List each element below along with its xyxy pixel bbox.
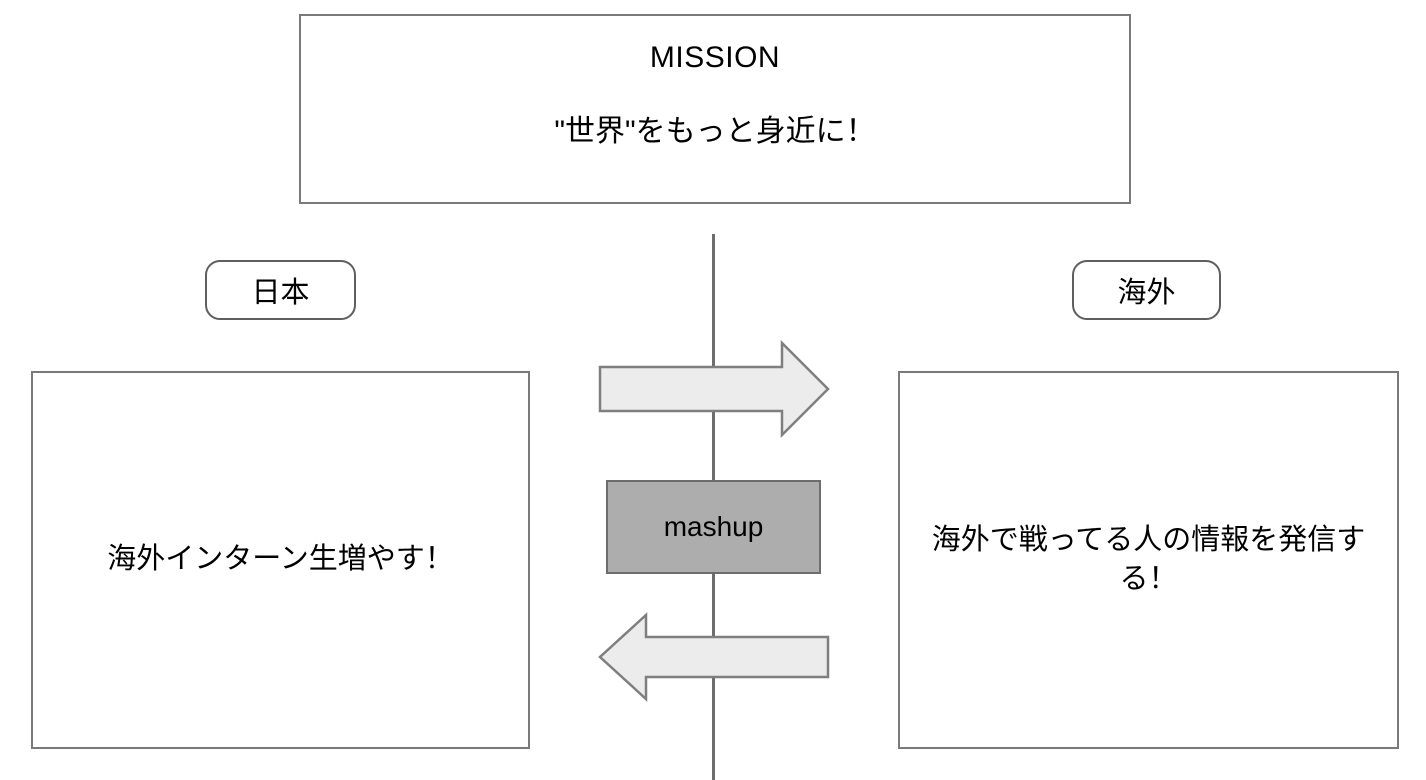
mission-box: MISSION "世界"をもっと身近に！ [299, 14, 1131, 204]
right-arrow-icon [598, 339, 830, 439]
mission-subtitle: "世界"をもっと身近に！ [554, 115, 876, 148]
region-label-japan-text: 日本 [251, 277, 310, 309]
region-label-overseas-text: 海外 [1117, 277, 1176, 309]
goal-text-overseas: 海外で戦ってる人の情報を発信する！ [931, 523, 1366, 595]
left-arrow-icon [598, 612, 830, 702]
goal-text-japan: 海外インターン生増やす！ [107, 543, 454, 576]
goal-box-overseas: 海外で戦ってる人の情報を発信する！ [898, 371, 1399, 749]
region-label-overseas: 海外 [1072, 260, 1221, 320]
mission-title: MISSION [649, 41, 781, 74]
goal-box-japan: 海外インターン生増やす！ [31, 371, 530, 749]
region-label-japan: 日本 [205, 260, 356, 320]
mashup-box: mashup [606, 480, 821, 574]
mashup-label: mashup [663, 511, 764, 542]
